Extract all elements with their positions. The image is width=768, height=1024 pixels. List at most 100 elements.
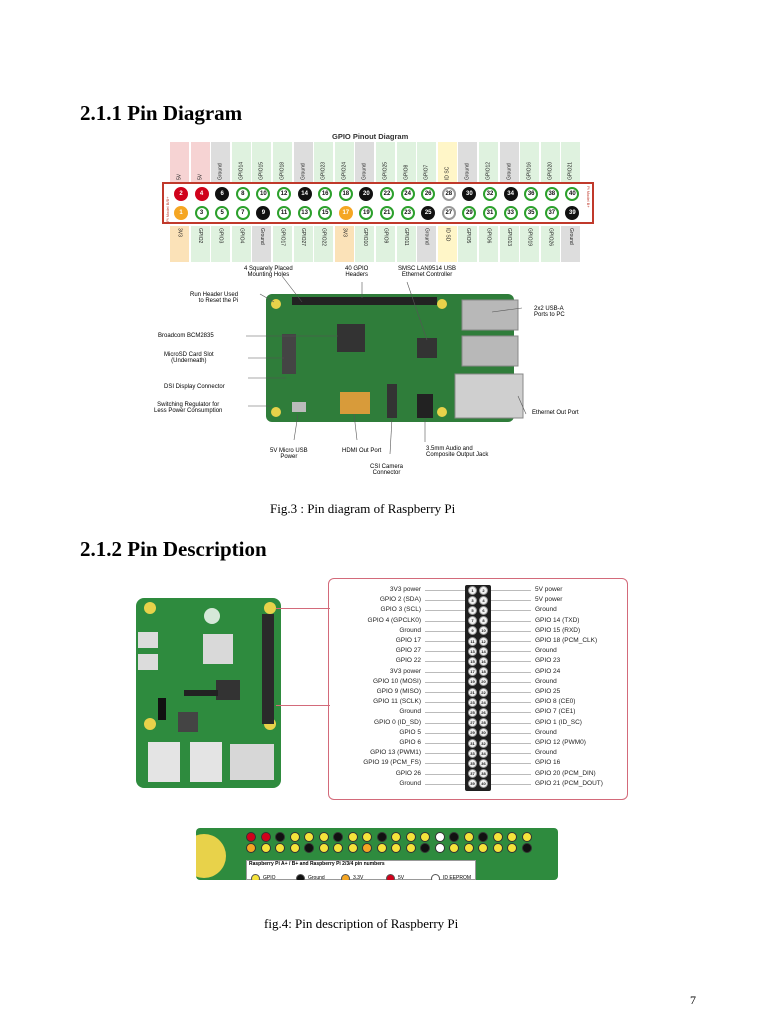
- left-pin-description: GPIO 11 (SCLK): [373, 698, 421, 706]
- callout-broadcom: Broadcom BCM2835: [158, 333, 214, 339]
- bottom-pin-label: GPIO6: [479, 226, 498, 262]
- leader-line: [425, 651, 465, 653]
- legend-label: 5V: [398, 875, 405, 880]
- pin-even: 20: [479, 677, 488, 687]
- callout-run-header: Run Header Used to Reset the Pi: [190, 292, 239, 304]
- pin-odd: 33: [503, 206, 518, 220]
- bottom-pin-label: Ground: [417, 226, 437, 262]
- left-pin-description: GPIO 0 (ID_SD): [374, 718, 421, 726]
- pin-even: 16: [479, 656, 488, 666]
- mounting-hole: [196, 834, 226, 878]
- leader-line: [425, 641, 465, 642]
- pin-even: 40: [565, 187, 580, 201]
- legend-swatch: [296, 873, 305, 880]
- pin-even: 30: [479, 728, 488, 738]
- leader-line: [425, 590, 465, 591]
- strip-pin: [246, 843, 256, 853]
- top-pin-label: 5V: [170, 142, 189, 182]
- pin-odd: 17: [468, 667, 477, 677]
- strip-pin: [362, 843, 372, 853]
- right-pin-description: Ground: [535, 749, 557, 757]
- legend-item: Ground: [296, 869, 325, 880]
- strip-pin: [289, 832, 300, 842]
- pin-even: 4: [479, 595, 488, 605]
- right-pin-description: GPIO 16: [535, 759, 561, 767]
- legend-item: 5V: [386, 869, 404, 880]
- pin-odd: 37: [468, 769, 477, 779]
- strip-pin: [289, 843, 300, 853]
- pin-odd: 29: [462, 206, 477, 220]
- strip-pin: [376, 832, 387, 842]
- left-pin-description: GPIO 10 (MOSI): [372, 677, 421, 685]
- pin-odd: 35: [524, 206, 539, 220]
- bottom-pin-label: GPIO3: [211, 226, 231, 262]
- left-pin-description: GPIO 22: [395, 657, 421, 665]
- pin-odd: 3: [194, 206, 209, 220]
- strip-pin: [405, 843, 416, 853]
- callout-micro-usb: 5V Micro USB Power: [270, 448, 308, 460]
- top-pin-label: ID SC: [437, 142, 457, 182]
- top-pin-label: GPIO15: [252, 142, 272, 182]
- top-pin-label: GPIO14: [231, 142, 251, 182]
- leader-line: [425, 783, 465, 785]
- pin-even: 22: [479, 687, 488, 697]
- pin-even: 36: [479, 758, 488, 768]
- left-pin-description: GPIO 17: [395, 637, 421, 644]
- bottom-pin-label: GPIO10: [355, 226, 375, 262]
- legend-label: GPIO: [263, 875, 276, 880]
- pin-even: 10: [479, 626, 488, 636]
- right-pin-description: GPIO 14 (TXD): [535, 616, 580, 624]
- leader-line: [491, 610, 531, 612]
- pin-even: 4: [194, 187, 209, 201]
- strip-pin: [347, 843, 358, 853]
- pin-even: 14: [479, 646, 488, 656]
- right-pin-description: GPIO 23: [535, 657, 561, 665]
- strip-pin: [478, 832, 488, 842]
- pin-even: 38: [544, 187, 559, 201]
- strip-pin: [507, 843, 517, 853]
- pin-odd: 39: [565, 206, 580, 220]
- strip-pin: [405, 832, 416, 842]
- left-pin-description: GPIO 3 (SCL): [380, 606, 421, 614]
- left-pin-description: GPIO 26: [395, 769, 421, 777]
- left-pin-description: 3V3 power: [389, 586, 421, 593]
- legend-label: Ground: [308, 875, 325, 880]
- pin-even: 30: [462, 187, 477, 201]
- top-pin-label: Ground: [458, 142, 478, 182]
- leader-line: [491, 651, 531, 653]
- strip-pin: [478, 843, 488, 853]
- pin-even: 28: [441, 187, 456, 201]
- callout-dsi: DSI Display Connector: [164, 384, 225, 390]
- leader-line: [491, 732, 531, 734]
- pin-even: 28: [479, 718, 488, 728]
- section-heading-pin-description: 2.1.2 Pin Description: [80, 537, 267, 561]
- leader-line: [425, 681, 465, 683]
- strip-pin: [304, 843, 314, 853]
- leader-line: [491, 783, 531, 785]
- strip-pin: [260, 843, 271, 853]
- bottom-pin-label: GPIO27: [293, 226, 313, 262]
- leader-line: [491, 630, 531, 632]
- strip-pin: [492, 843, 503, 853]
- pin-even: 12: [277, 187, 291, 201]
- pin-odd: 1: [174, 206, 188, 220]
- pin-even: 18: [479, 667, 488, 677]
- pin-odd: 11: [277, 206, 291, 220]
- bottom-pin-label: GPIO4: [231, 226, 251, 262]
- pin-odd: 5: [215, 206, 230, 220]
- top-pin-label: GPIO7: [417, 142, 437, 182]
- bottom-pin-label: GPIO2: [190, 226, 210, 262]
- left-pin-description: Ground: [399, 779, 421, 787]
- legend-swatch: [431, 873, 440, 880]
- right-pin-description: 5V power: [535, 586, 563, 593]
- pin-even: 18: [338, 187, 353, 201]
- left-pin-description: GPIO 6: [399, 739, 421, 746]
- pin-even: 32: [483, 187, 497, 201]
- pin-odd: 31: [483, 206, 497, 220]
- top-pin-label: GPIO18: [273, 142, 292, 182]
- pin-odd: 25: [421, 206, 436, 220]
- top-pin-label: GPIO23: [314, 142, 334, 182]
